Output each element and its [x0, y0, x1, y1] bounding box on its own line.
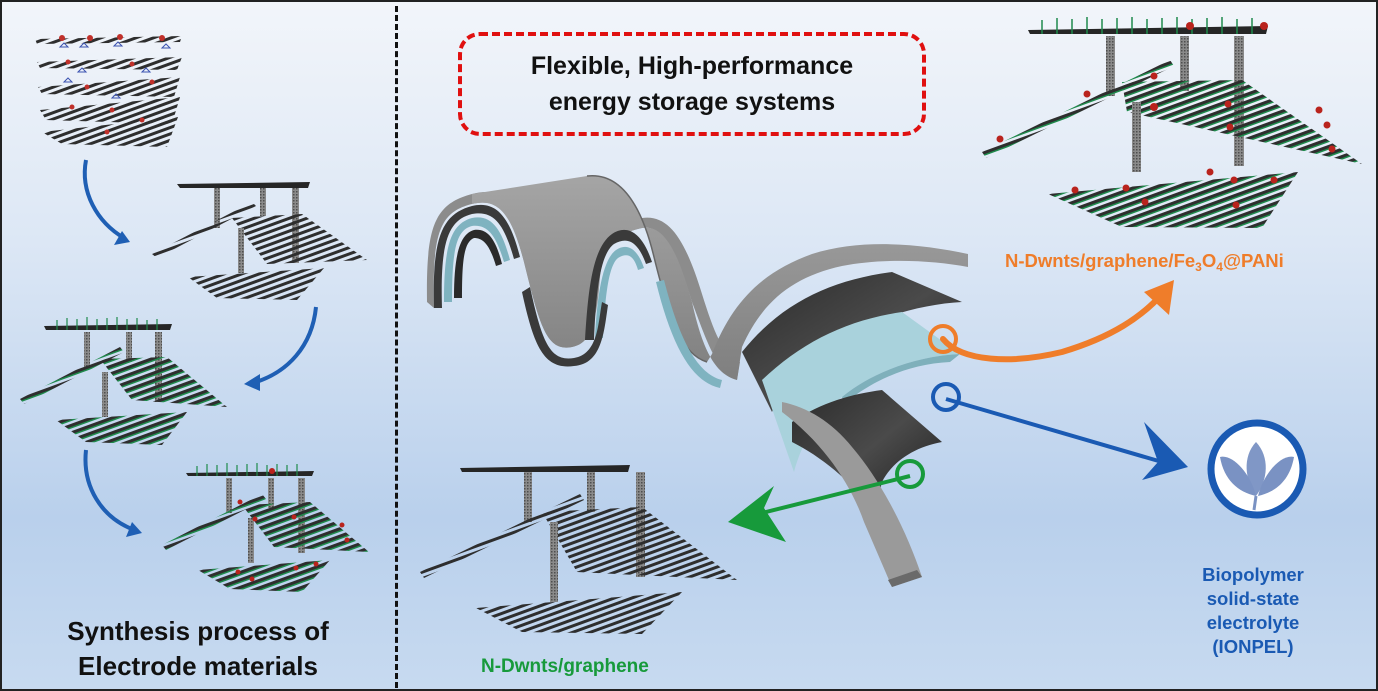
positive-electrode-arrowhead [1144, 280, 1174, 315]
electrolyte-label-line-4: (IONPEL) [1212, 636, 1294, 657]
positive-electrode-marker [928, 324, 958, 354]
electrolyte-label-line-2: solid-state [1206, 588, 1300, 609]
synthesis-caption-line-1: Synthesis process of [67, 616, 329, 646]
title-line-1: Flexible, High-performance [530, 52, 854, 80]
synthesis-arrow-1-head [114, 231, 130, 245]
synthesis-arrow-2 [255, 306, 318, 384]
synthesis-arrow-2-head [244, 374, 260, 391]
panel-divider [395, 6, 398, 688]
positive-electrode-label-sub1: 3 [1195, 260, 1202, 274]
biopolymer-leaf-icon [1207, 419, 1307, 519]
synthesis-step-3-pani-coated [20, 317, 227, 445]
positive-electrode-label-prefix: N-Dwnts/graphene/Fe [1005, 250, 1196, 271]
flexible-supercapacitor-device [426, 175, 968, 587]
electrolyte-label-line-3: electrolyte [1206, 612, 1300, 633]
synthesis-step-1-stacked-layers [35, 34, 182, 147]
synthesis-caption-line-2: Electrode materials [78, 651, 318, 681]
synthesis-arrow-3-head [126, 522, 142, 537]
electrolyte-arrow [945, 397, 1163, 464]
electrolyte-marker [931, 382, 961, 412]
positive-electrode-label-mid: O [1201, 250, 1217, 271]
negative-electrode-structure [420, 465, 737, 634]
synthesis-step-2-framework [152, 182, 367, 300]
positive-electrode-label: N-Dwnts/graphene/Fe3O4@PANi [1005, 250, 1284, 274]
negative-electrode-marker [895, 459, 925, 489]
title-line-2: energy storage systems [548, 88, 836, 116]
synthesis-caption: Synthesis process of Electrode materials [2, 614, 394, 684]
synthesis-step-4-fe3o4-decorated [162, 463, 369, 592]
positive-electrode-structure [982, 17, 1362, 228]
electrolyte-label: Biopolymer solid-state electrolyte (IONP… [1188, 563, 1318, 659]
electrolyte-arrowhead [1142, 422, 1188, 480]
positive-electrode-label-suffix: @PANi [1222, 250, 1284, 271]
synthesis-arrow-3 [83, 449, 133, 531]
negative-electrode-label: N-Dwnts/graphene [481, 656, 649, 677]
negative-electrode-arrow [753, 474, 911, 517]
electrolyte-label-line-1: Biopolymer [1202, 564, 1304, 585]
negative-electrode-arrowhead [728, 486, 786, 542]
positive-electrode-label-sub2: 4 [1216, 260, 1223, 274]
title-box: Flexible, High-performance energy storag… [458, 32, 926, 136]
positive-electrode-arrow [940, 289, 1167, 363]
synthesis-arrow-1 [82, 159, 126, 240]
